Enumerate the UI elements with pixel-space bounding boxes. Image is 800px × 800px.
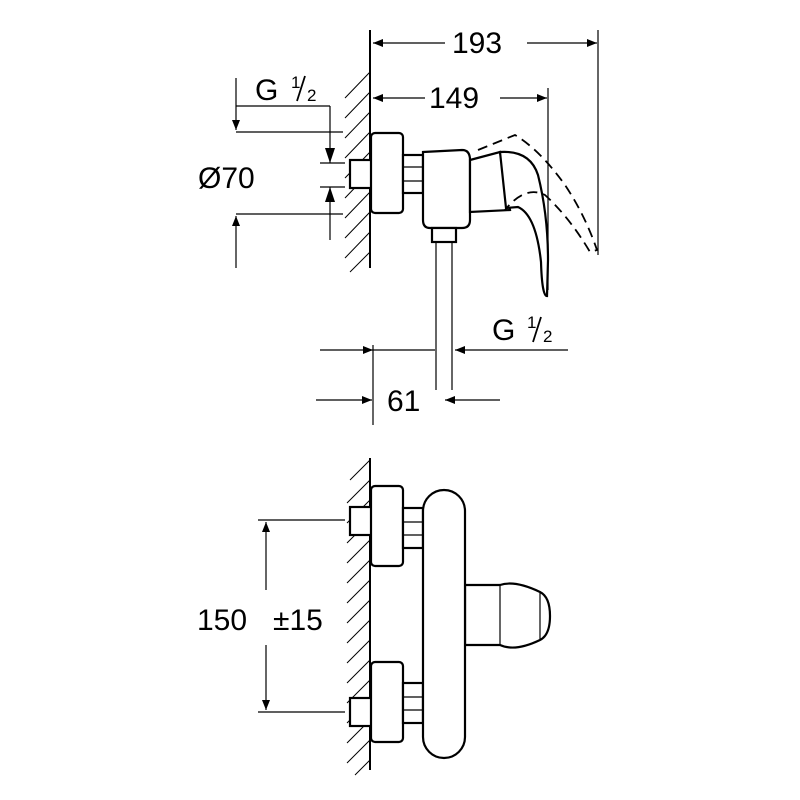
upper-rosette <box>369 484 405 568</box>
dim-outlet-offset: 61 <box>387 385 420 418</box>
svg-text:2: 2 <box>543 327 552 346</box>
inlet-fitting <box>348 158 374 190</box>
outlet-nut <box>430 226 458 244</box>
dim-diameter: Ø70 <box>198 162 255 195</box>
mixer-body <box>421 148 472 230</box>
upper-nut <box>401 506 425 550</box>
front-mixer-body <box>421 488 467 760</box>
thread-label-wall: G 1 2 <box>255 73 316 107</box>
front-view: 150 ±15 <box>197 458 552 776</box>
dim-overall-depth: 193 <box>452 27 502 60</box>
svg-text:1: 1 <box>291 73 300 92</box>
svg-text:1: 1 <box>527 313 536 332</box>
dim-lever-depth: 149 <box>429 82 479 115</box>
thread-label-outlet: G 1 2 <box>492 313 552 347</box>
svg-text:G: G <box>492 314 515 347</box>
lower-inlet-fitting <box>348 696 374 728</box>
svg-text:G: G <box>255 74 278 107</box>
upper-inlet-fitting <box>348 505 374 537</box>
union-nut <box>401 153 425 195</box>
svg-text:2: 2 <box>307 86 316 105</box>
dim-tolerance: ±15 <box>273 604 323 637</box>
lever-base <box>468 150 512 214</box>
side-view: 193 149 G 1 2 Ø70 G 1 <box>198 27 599 425</box>
front-lever <box>463 582 552 649</box>
lever-handle <box>498 150 550 298</box>
lower-nut <box>401 681 425 725</box>
escutcheon-rosette <box>369 131 405 215</box>
lower-rosette <box>369 660 405 744</box>
dim-center-distance: 150 <box>197 604 247 637</box>
lever-alt-position <box>477 133 599 254</box>
